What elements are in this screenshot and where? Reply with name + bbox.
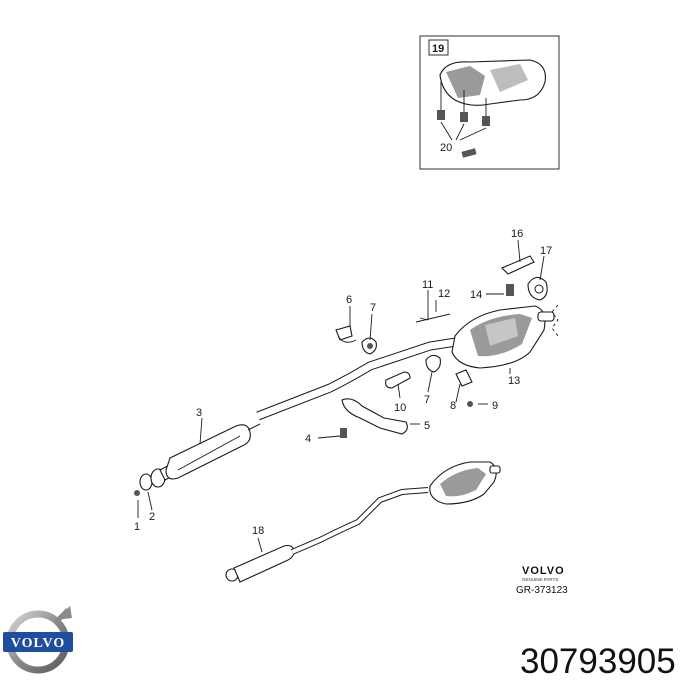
callout-2: 2: [149, 511, 155, 523]
callout-18: 18: [252, 525, 264, 537]
middle-silencer: [165, 424, 251, 480]
figure-code: GR-373123: [516, 585, 568, 596]
inset-callout-20: 20: [440, 142, 452, 154]
clamp-10: [385, 371, 411, 389]
overview-middle-silencer: [233, 544, 295, 583]
volvo-logo-text: VOLVO: [11, 636, 66, 651]
callout-4: 4: [305, 433, 311, 445]
bracket-5: [341, 398, 408, 435]
callout-3: 3: [196, 407, 202, 419]
callout-16: 16: [511, 228, 523, 240]
hanger-16: [501, 255, 535, 275]
rubber-hanger-7b: [425, 354, 441, 373]
callout-1: 1: [134, 521, 140, 533]
callout-8: 8: [450, 400, 456, 412]
callout-17: 17: [540, 245, 552, 257]
overview-exhaust: [225, 461, 501, 583]
inset-detail: 19 20: [419, 35, 560, 170]
brand-label: VOLVO: [522, 565, 565, 577]
callout-9: 9: [492, 400, 498, 412]
callout-13: 13: [508, 375, 520, 387]
callout-5: 5: [424, 420, 430, 432]
main-exhaust: [134, 239, 559, 518]
volvo-logo: VOLVO: [3, 606, 73, 674]
inset-box-label: 19: [432, 43, 444, 55]
callout-14: 14: [470, 289, 482, 301]
callout-7a: 7: [370, 302, 376, 314]
callout-12: 12: [438, 288, 450, 300]
callout-11: 11: [422, 279, 433, 291]
brand-sub-label: GENUINE PARTS: [522, 577, 558, 582]
part-number: 30793905: [520, 642, 676, 681]
callout-7b: 7: [424, 394, 430, 406]
flange-gasket: [139, 473, 153, 491]
callout-6: 6: [346, 294, 352, 306]
callout-10: 10: [394, 402, 406, 414]
